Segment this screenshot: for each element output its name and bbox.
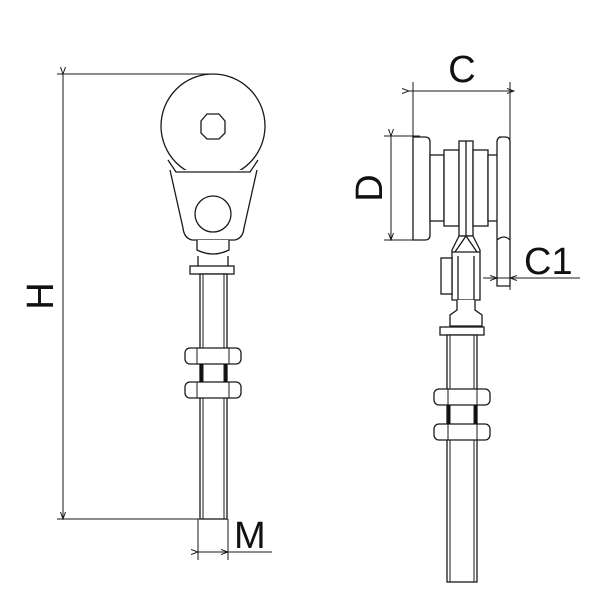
label-c: C — [448, 49, 475, 91]
axle-hex-nut — [200, 113, 226, 140]
wheel-hub-left — [429, 154, 445, 222]
bearing-right — [472, 149, 489, 227]
label-m: M — [234, 515, 266, 557]
label-h: H — [20, 282, 62, 309]
front-view: H M — [20, 74, 272, 560]
fork-pin-head — [440, 257, 453, 295]
wheel-flange-left — [412, 136, 431, 241]
fork-neck — [449, 300, 483, 327]
bracket-neck — [196, 240, 230, 255]
side-washer — [439, 326, 485, 336]
dimension-c1: C1 — [483, 241, 580, 283]
side-nut-upper — [433, 388, 491, 406]
label-d: D — [349, 174, 391, 201]
dimension-d: D — [349, 136, 420, 240]
bracket-pin — [194, 195, 232, 233]
dimension-h: H — [20, 74, 214, 519]
side-threaded-rod — [446, 334, 478, 583]
wheel-flange-right — [496, 136, 511, 287]
side-nut-lower — [433, 423, 491, 441]
bearing-left — [443, 149, 460, 227]
dimension-m: M — [198, 515, 272, 560]
nut-upper — [184, 347, 242, 365]
label-c1: C1 — [524, 241, 573, 283]
side-view: C D — [349, 49, 580, 583]
fork — [451, 235, 481, 301]
washer — [189, 265, 235, 275]
nut-lower — [184, 381, 242, 399]
bracket-top-edge — [167, 159, 259, 173]
